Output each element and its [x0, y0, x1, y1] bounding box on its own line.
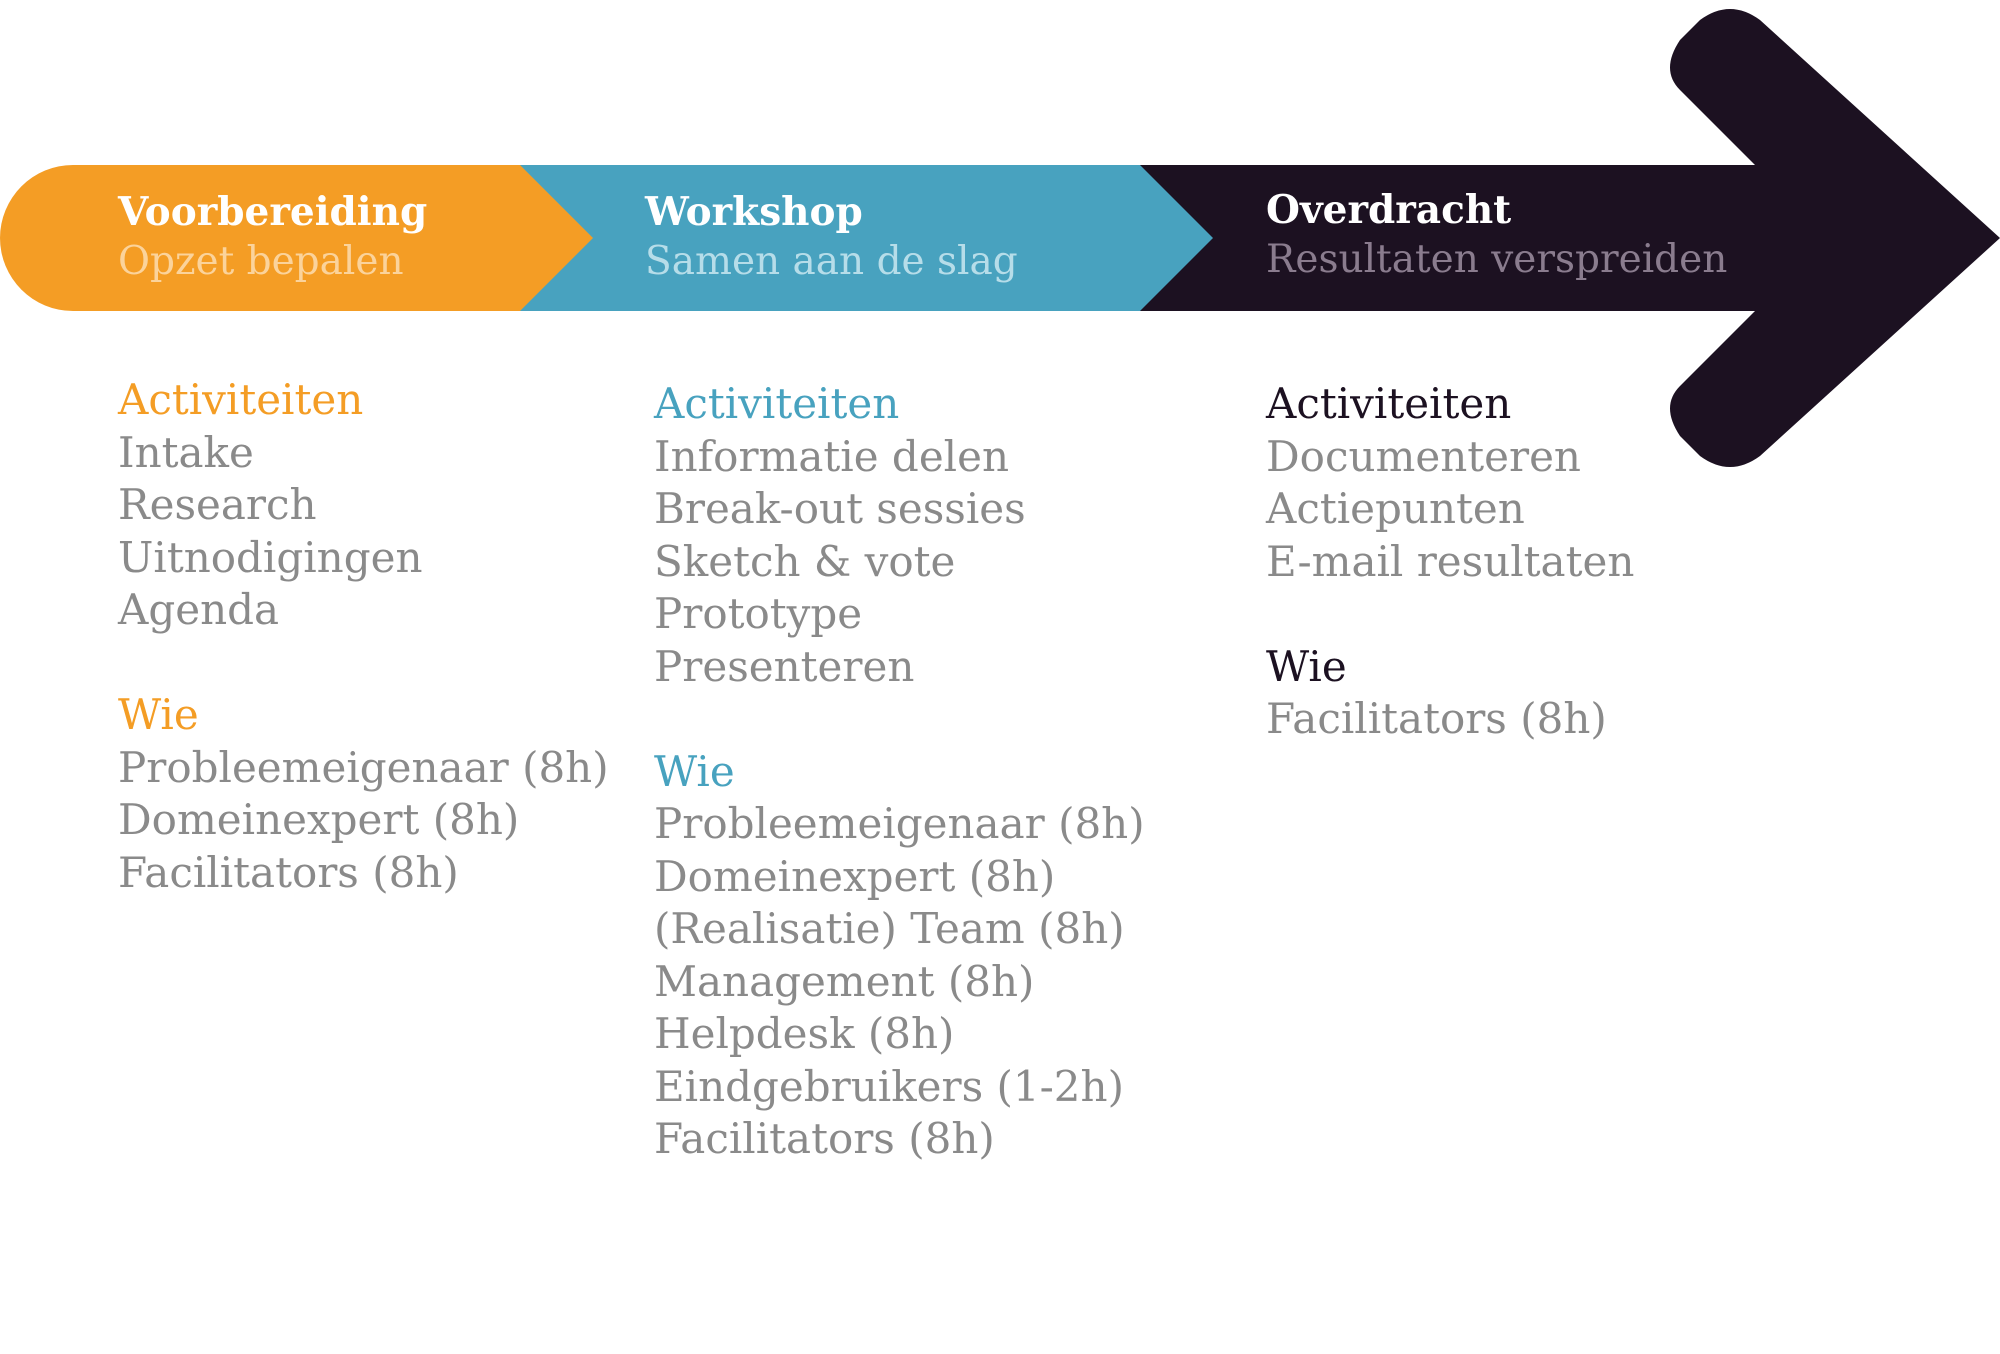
list-item: Informatie delen [654, 431, 1010, 481]
list-item: Intake [118, 427, 254, 477]
list-item: Facilitators (8h) [654, 1114, 995, 1163]
list-item: Break-out sessies [654, 484, 1026, 533]
list-item: Presenteren [654, 641, 915, 691]
list-item: Probleemeigenaar (8h) [118, 742, 609, 792]
list-item: Probleemeigenaar (8h) [654, 799, 1145, 848]
stage-header-workshop: Workshop Samen aan de slag [645, 189, 1018, 284]
list-item: Facilitators (8h) [1266, 694, 1607, 743]
list-item: (Realisatie) Team (8h) [654, 904, 1125, 953]
activities-heading: Activiteiten [1266, 379, 1512, 428]
column-voorbereiding: Activiteiten Intake Research Uitnodiging… [118, 374, 609, 899]
list-item: Management (8h) [654, 956, 1035, 1006]
list-item: Documenteren [1266, 431, 1581, 481]
list-item: Facilitators (8h) [118, 847, 459, 897]
list-item: Prototype [654, 589, 863, 638]
arrow-segment-voorbereiding [0, 165, 593, 311]
who-heading: Wie [654, 746, 735, 796]
who-heading: Wie [118, 690, 199, 739]
list-item: Sketch & vote [654, 536, 956, 586]
list-item: Domeinexpert (8h) [654, 851, 1056, 901]
list-item: Uitnodigingen [118, 532, 423, 582]
who-heading: Wie [1266, 641, 1347, 691]
column-overdracht: Activiteiten Documenteren Actiepunten E-… [1266, 378, 1634, 746]
list-item: Agenda [118, 585, 280, 634]
list-item: Actiepunten [1266, 484, 1525, 533]
stage-header-voorbereiding: Voorbereiding Opzet bepalen [118, 189, 428, 284]
activities-heading: Activiteiten [118, 375, 364, 424]
list-item: Research [118, 480, 317, 529]
activities-heading: Activiteiten [654, 379, 900, 428]
list-item: Domeinexpert (8h) [118, 795, 520, 844]
list-item: Helpdesk (8h) [654, 1009, 955, 1058]
list-item: E-mail resultaten [1266, 536, 1635, 586]
stage-title: Overdracht [1266, 187, 1512, 233]
stage-subtitle: Opzet bepalen [118, 239, 404, 284]
stage-header-overdracht: Overdracht Resultaten verspreiden [1266, 187, 1728, 282]
list-item: Eindgebruikers (1-2h) [654, 1061, 1124, 1111]
stage-title: Voorbereiding [118, 189, 428, 235]
stage-subtitle: Resultaten verspreiden [1266, 237, 1728, 282]
arrow-segment-overdracht [1115, 9, 2000, 467]
stage-title: Workshop [645, 189, 863, 235]
stage-subtitle: Samen aan de slag [645, 239, 1018, 284]
arrow-segment-workshop [510, 165, 1213, 311]
column-workshop: Activiteiten Informatie delen Break-out … [654, 378, 1145, 1166]
